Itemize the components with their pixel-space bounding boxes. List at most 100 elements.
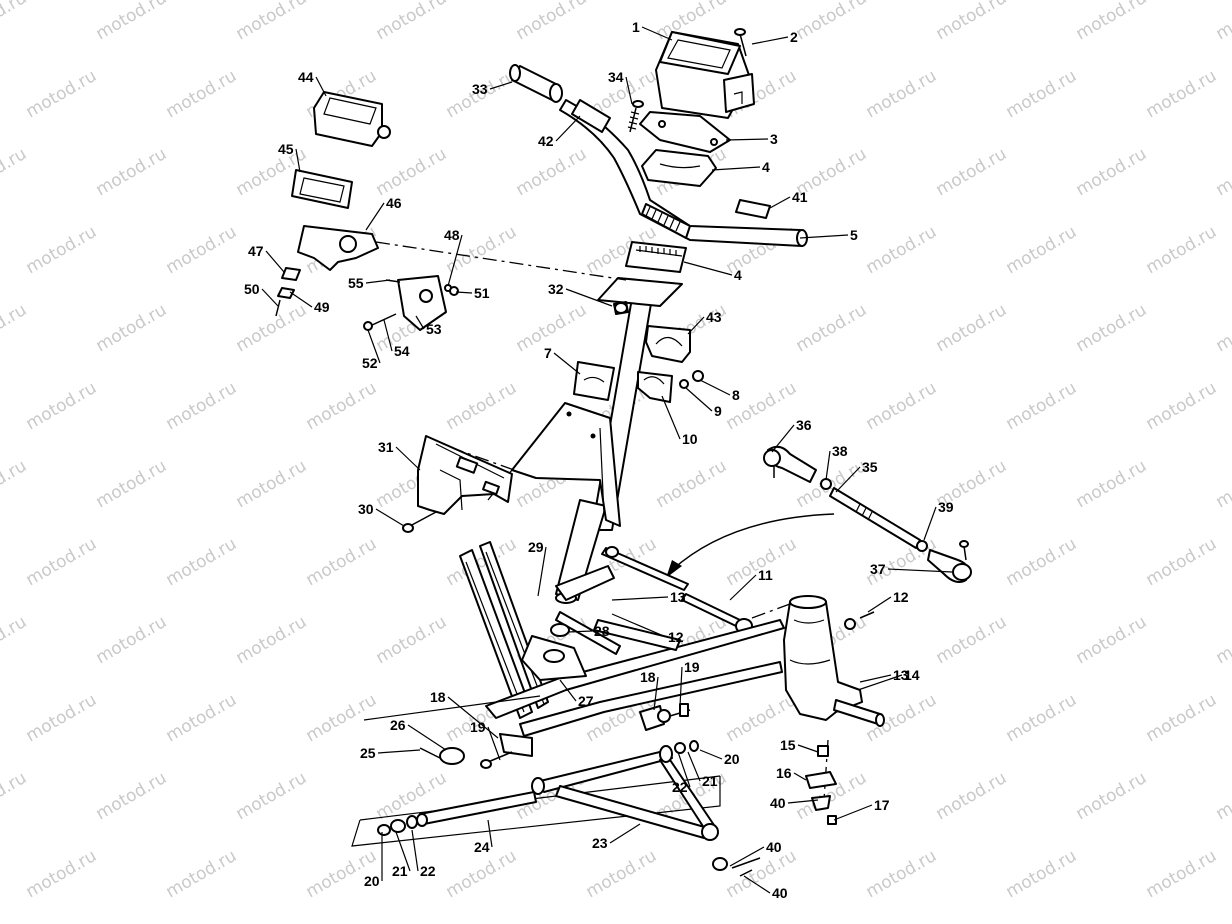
watermark-text: motod.ru bbox=[1143, 66, 1221, 122]
callout-part-number: 37 bbox=[870, 561, 886, 577]
bracket bbox=[402, 435, 513, 533]
watermark-text: motod.ru bbox=[23, 690, 101, 746]
callout-leader-line bbox=[487, 726, 501, 761]
watermark-text: motod.ru bbox=[933, 612, 1011, 668]
callout-leader-line bbox=[793, 772, 807, 781]
callout-leader-line bbox=[687, 316, 705, 335]
callout-labels: 1234457891011121213131415161718181919202… bbox=[244, 19, 954, 901]
callout-leader-line bbox=[625, 76, 633, 105]
callout-leader-line bbox=[787, 799, 819, 804]
callout-leader-line bbox=[699, 379, 731, 396]
watermark-text: motod.ru bbox=[1143, 222, 1221, 278]
watermark-text: motod.ru bbox=[1003, 66, 1081, 122]
callout-leader-line bbox=[887, 568, 953, 573]
callout-leader-line bbox=[395, 446, 421, 471]
callout-leader-line bbox=[383, 319, 393, 352]
handlebar-clamp-lower bbox=[625, 241, 687, 273]
watermark-text: motod.ru bbox=[1143, 690, 1221, 746]
watermark-text: motod.ru bbox=[163, 534, 241, 590]
callout-part-number: 21 bbox=[392, 863, 408, 879]
callout-leader-line bbox=[711, 166, 761, 171]
watermark-text: motod.ru bbox=[23, 222, 101, 278]
watermark-text: motod.ru bbox=[863, 846, 941, 902]
watermark-text: motod.ru bbox=[1213, 768, 1232, 824]
watermark-text: motod.ru bbox=[1003, 690, 1081, 746]
callout-leader-line bbox=[265, 250, 285, 273]
watermark-text: motod.ru bbox=[163, 66, 241, 122]
callout-leader-line bbox=[415, 315, 425, 330]
callout-part-number: 14 bbox=[904, 667, 920, 683]
watermark-text: motod.ru bbox=[93, 0, 171, 44]
callout-part-number: 53 bbox=[426, 321, 442, 337]
headlight-housing bbox=[627, 28, 755, 153]
callout-part-number: 52 bbox=[362, 355, 378, 371]
callout-part-number: 41 bbox=[792, 189, 808, 205]
drag-link bbox=[601, 546, 791, 634]
callout-leader-line bbox=[395, 831, 411, 872]
callout-part-number: 34 bbox=[608, 69, 624, 85]
callout-leader-line bbox=[725, 138, 769, 141]
callout-part-number: 51 bbox=[474, 285, 490, 301]
watermark-text: motod.ru bbox=[373, 144, 451, 200]
callout-part-number: 3 bbox=[770, 131, 778, 147]
callout-leader-line bbox=[295, 148, 301, 173]
assembly-line-dash-to-post bbox=[375, 241, 627, 281]
dash-panel-assembly bbox=[275, 91, 459, 331]
callout-part-number: 49 bbox=[314, 299, 330, 315]
callout-leader-line bbox=[365, 279, 391, 284]
callout-part-number: 29 bbox=[528, 539, 544, 555]
callout-part-number: 8 bbox=[732, 387, 740, 403]
watermark-text: motod.ru bbox=[23, 378, 101, 434]
watermark-text: motod.ru bbox=[233, 768, 311, 824]
watermark-text: motod.ru bbox=[1213, 300, 1232, 356]
watermark-text: motod.ru bbox=[863, 378, 941, 434]
callout-part-number: 45 bbox=[278, 141, 294, 157]
watermark-text: motod.ru bbox=[1213, 612, 1232, 668]
callout-leader-line bbox=[447, 234, 463, 287]
watermark-text: motod.ru bbox=[303, 690, 381, 746]
watermark-text: motod.ru bbox=[303, 534, 381, 590]
callout-part-number: 24 bbox=[474, 839, 490, 855]
callout-leader-line bbox=[859, 674, 892, 683]
watermark-text: motod.ru bbox=[1073, 0, 1151, 44]
callout-leader-line bbox=[611, 596, 669, 601]
callout-leader-line bbox=[653, 676, 659, 711]
callout-part-number: 30 bbox=[358, 501, 374, 517]
callout-part-number: 28 bbox=[594, 623, 610, 639]
watermark-text: motod.ru bbox=[303, 378, 381, 434]
callout-leader-line bbox=[835, 466, 861, 493]
pivot-tube bbox=[377, 791, 537, 836]
watermark-text: motod.ru bbox=[513, 144, 591, 200]
watermark-text: motod.ru bbox=[373, 612, 451, 668]
callout-part-number: 15 bbox=[780, 737, 796, 753]
callout-leader-line bbox=[729, 846, 765, 867]
watermark-text: motod.ru bbox=[93, 768, 171, 824]
callout-leader-line bbox=[315, 76, 327, 97]
callout-leader-line bbox=[365, 202, 385, 231]
callout-part-number: 23 bbox=[592, 835, 608, 851]
callout-part-number: 16 bbox=[776, 765, 792, 781]
watermark-text: motod.ru bbox=[0, 456, 30, 512]
callout-leader-line bbox=[699, 749, 723, 760]
watermark-text: motod.ru bbox=[653, 456, 731, 512]
callout-part-number: 43 bbox=[706, 309, 722, 325]
watermark-text: motod.ru bbox=[93, 300, 171, 356]
callout-leader-line bbox=[833, 804, 873, 821]
callout-leader-line bbox=[555, 115, 581, 142]
watermark-text: motod.ru bbox=[1003, 222, 1081, 278]
handlebar bbox=[509, 64, 808, 247]
callout-leader-line bbox=[565, 288, 613, 307]
callout-leader-line bbox=[377, 749, 421, 754]
spindle bbox=[783, 595, 885, 825]
callout-leader-line bbox=[489, 81, 513, 90]
callout-leader-line bbox=[769, 196, 791, 209]
callout-leader-line bbox=[771, 424, 795, 453]
callout-leader-line bbox=[683, 261, 733, 276]
callout-leader-line bbox=[407, 724, 447, 751]
callout-leader-line bbox=[609, 823, 641, 844]
callout-part-number: 42 bbox=[538, 133, 554, 149]
callout-leader-line bbox=[867, 596, 892, 613]
callout-part-number: 48 bbox=[444, 227, 460, 243]
callout-leader-line bbox=[679, 666, 683, 707]
watermark-text: motod.ru bbox=[93, 612, 171, 668]
